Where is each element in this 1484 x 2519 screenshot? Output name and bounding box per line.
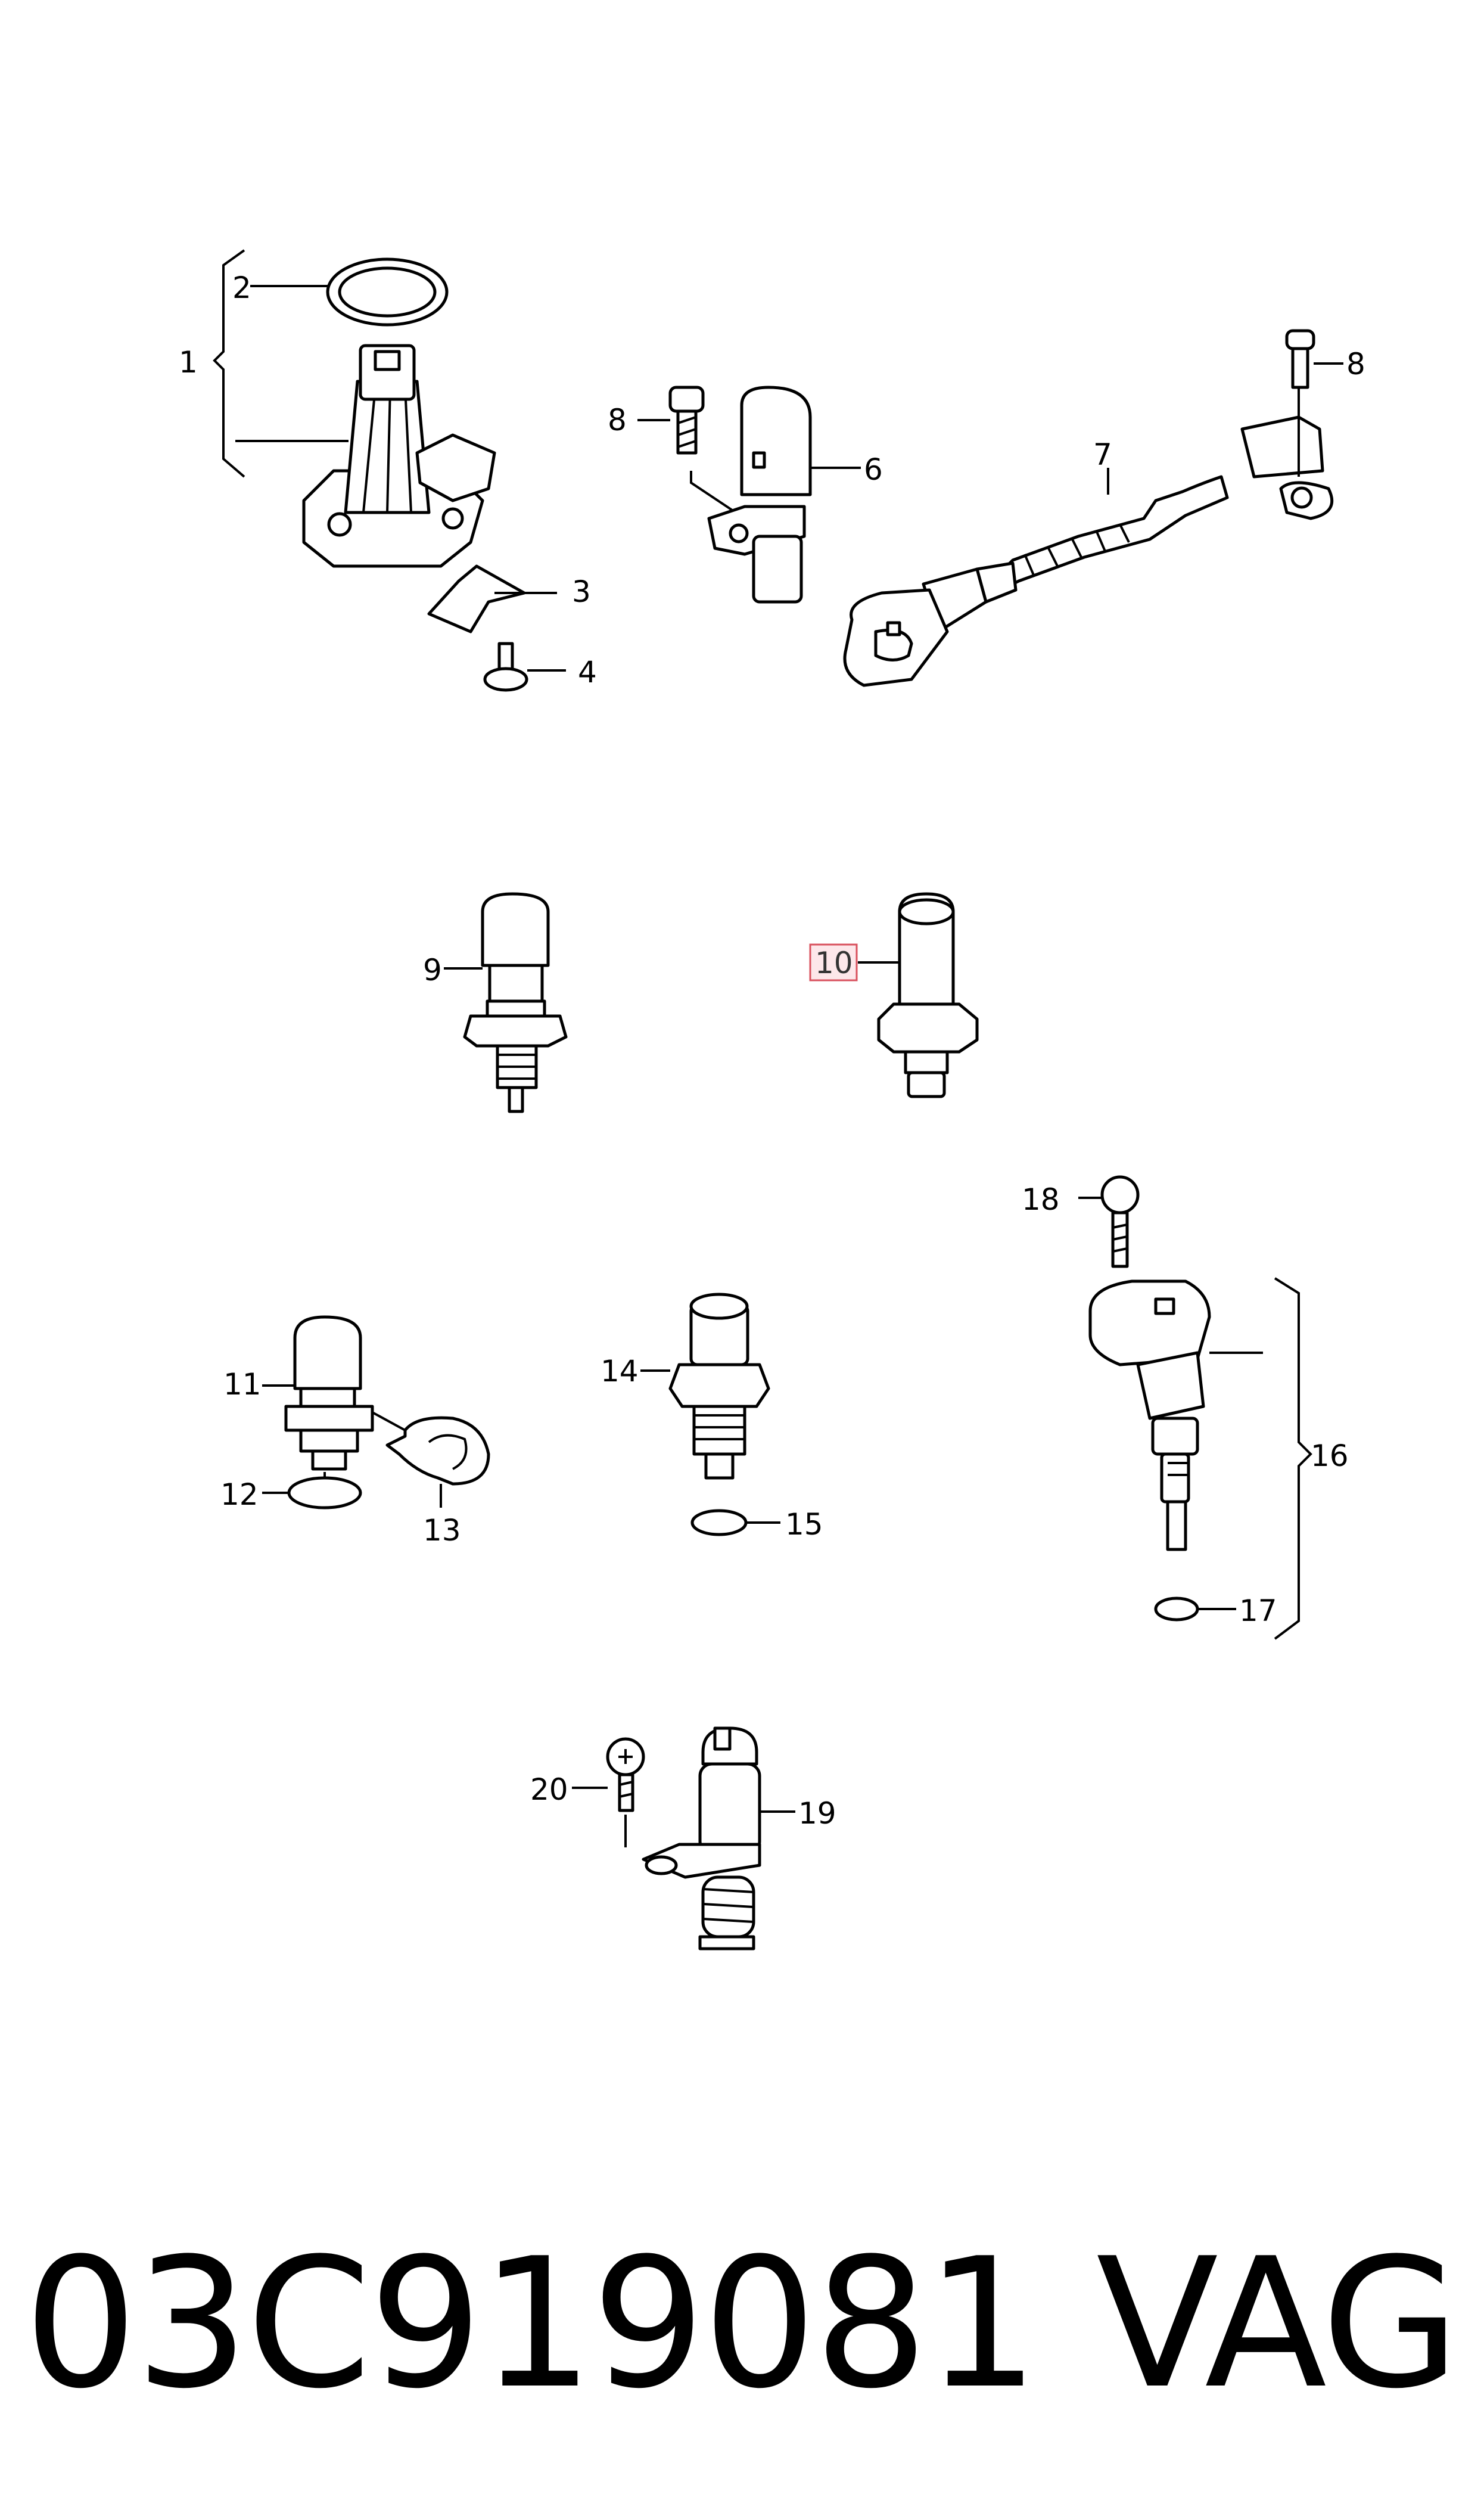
callout-6: 6	[864, 452, 883, 487]
callout-7: 7	[1093, 437, 1112, 472]
callout-4: 4	[578, 655, 597, 689]
callout-10-highlight	[809, 943, 858, 981]
callout-20: 20	[530, 1772, 568, 1807]
callout-14: 14	[601, 1354, 639, 1389]
callout-19: 19	[798, 1796, 836, 1831]
callout-8a: 8	[608, 403, 627, 437]
callout-1: 1	[179, 345, 198, 380]
oil-level-sensor-part	[213, 249, 566, 692]
part-footer: 03C919081 VAG	[0, 2223, 1484, 2425]
callout-3: 3	[572, 574, 591, 609]
sensor-14-part	[640, 1293, 780, 1536]
callout-2: 2	[232, 271, 251, 305]
callout-10: 10	[815, 946, 853, 980]
callout-17: 17	[1239, 1594, 1277, 1628]
callout-8b: 8	[1346, 347, 1365, 381]
oil-pressure-switch-10-part	[858, 892, 979, 1098]
sensor-16-assembly-part	[1078, 1175, 1312, 1640]
callout-labels: 1 2 3 4 6 7 8 8 9 10 11 12 13 14 15 16 1…	[179, 271, 1365, 1831]
callout-12: 12	[220, 1477, 259, 1512]
callout-13: 13	[423, 1513, 461, 1548]
brand-label: VAG	[1096, 2220, 1460, 2428]
temperature-sensor-9-part	[444, 892, 568, 1113]
callout-9: 9	[423, 953, 442, 987]
callout-16: 16	[1311, 1439, 1349, 1473]
callout-11: 11	[223, 1367, 262, 1402]
part-number: 03C919081	[24, 2220, 1039, 2428]
callout-15: 15	[785, 1507, 823, 1542]
camshaft-sensor-part	[637, 386, 861, 604]
solenoid-valve-19-part	[572, 1726, 795, 1950]
sensor-cable-part	[843, 329, 1343, 687]
temperature-sensor-11-part	[262, 1315, 490, 1509]
callout-18: 18	[1022, 1182, 1060, 1217]
